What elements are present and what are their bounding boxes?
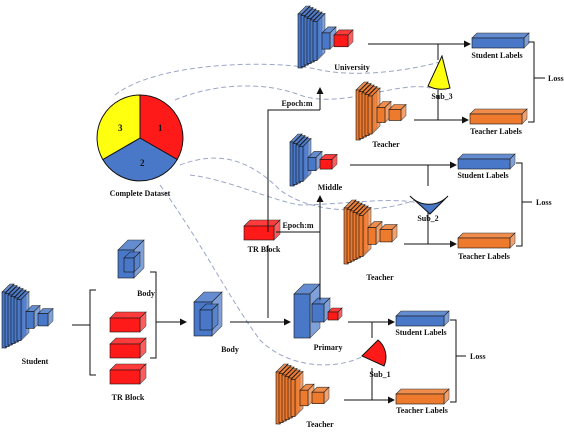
tr-block-center [243, 219, 281, 241]
label-boxes [395, 32, 530, 405]
pie-label-3: 3 [118, 123, 123, 133]
pie-slice-1 [139, 94, 184, 161]
dash-slice3-to-sub3 [114, 61, 441, 96]
university-label: University [334, 63, 370, 72]
student-labels-2-box [457, 153, 516, 170]
teacher-1-label: Teacher [306, 420, 334, 429]
body-mid-inner [199, 303, 219, 331]
pie-slice-3 [96, 94, 141, 161]
tr-block-left-1 [109, 311, 147, 333]
middle-network-head [319, 153, 338, 170]
loss-bracket-2 [516, 162, 523, 247]
student-network-head [37, 307, 54, 327]
teacher-labels-3-text: Teacher Labels [470, 127, 522, 136]
loss-3-label: Loss [548, 74, 564, 83]
middle-label: Middle [318, 183, 343, 192]
body-top-inner [123, 251, 141, 273]
student-network [1, 283, 54, 349]
student-labels-3-box [471, 32, 530, 49]
body-mid-label: Body [221, 345, 239, 354]
loss-bracket-1 [450, 319, 457, 403]
teacher-labels-1-text: Teacher Labels [396, 406, 448, 415]
sub3-fan [427, 54, 451, 90]
sub2-fan [409, 195, 449, 215]
teacher-2-network-head [379, 223, 398, 243]
sub1-fan [361, 339, 387, 367]
dash-slice2-to-sub2 [179, 157, 416, 211]
teacher-3-network-head [388, 103, 407, 122]
network-blocks [1, 5, 407, 425]
teacher-1-network [275, 363, 330, 425]
teacher-labels-3-box [469, 108, 528, 125]
sub-fans [361, 54, 451, 367]
dataset-connectors [114, 61, 441, 366]
student-labels-3-text: Student Labels [471, 51, 522, 60]
sub3-label: Sub_3 [431, 92, 452, 101]
middle-network [289, 133, 338, 187]
primary-head [327, 307, 343, 321]
tr-block-center-label: TR Block [248, 245, 281, 254]
loss-2-label: Loss [536, 198, 552, 207]
student-labels-2-text: Student Labels [457, 171, 508, 180]
university-network-head [333, 29, 354, 48]
teacher-2-network [343, 199, 398, 265]
body-bracket-right [150, 271, 157, 359]
primary-inner [311, 297, 331, 323]
connectors [72, 40, 545, 404]
teacher-2-label: Teacher [366, 273, 394, 282]
pie-label-2: 2 [140, 158, 145, 168]
student-labels-1-text: Student Labels [395, 328, 446, 337]
sub2-label: Sub_2 [417, 214, 438, 223]
university-network [297, 5, 354, 69]
student-bracket [89, 289, 96, 376]
student-label: Student [22, 357, 49, 366]
complete-dataset-pie: 1 2 3 Complete Dataset [96, 94, 184, 198]
teacher-labels-2-box [457, 232, 516, 249]
complete-dataset-label: Complete Dataset [110, 189, 171, 198]
text-labels: Student Body TR Block Body Primary TR Bl… [22, 51, 564, 429]
dash-slice-to-sub1 [159, 184, 366, 366]
teacher-3-network [355, 81, 407, 141]
teacher-3-label: Teacher [372, 140, 400, 149]
teacher-labels-2-text: Teacher Labels [458, 252, 510, 261]
teacher-1-network-head [311, 386, 330, 405]
student-labels-1-box [395, 310, 450, 327]
tr-block-left-3 [109, 363, 147, 385]
loss-bracket-3 [528, 41, 535, 123]
teacher-labels-1-box [395, 388, 450, 405]
sub1-label: Sub_1 [369, 370, 390, 379]
dash-slice2b-to-sub2 [189, 174, 426, 206]
pie-slice-2 [102, 137, 178, 182]
tr-block-left-2 [109, 337, 147, 359]
body-top-label: Body [137, 289, 155, 298]
primary-label: Primary [314, 343, 343, 352]
pie-label-1: 1 [158, 123, 163, 133]
loss-1-label: Loss [470, 352, 486, 361]
epoch-m-2-label: Epoch:m [282, 221, 313, 230]
tr-block-left-label: TR Block [112, 393, 145, 402]
epoch-m-1-label: Epoch:m [281, 99, 312, 108]
tr-up-epoch1 [267, 109, 320, 232]
dash-slice3b-to-sub3 [174, 85, 431, 101]
